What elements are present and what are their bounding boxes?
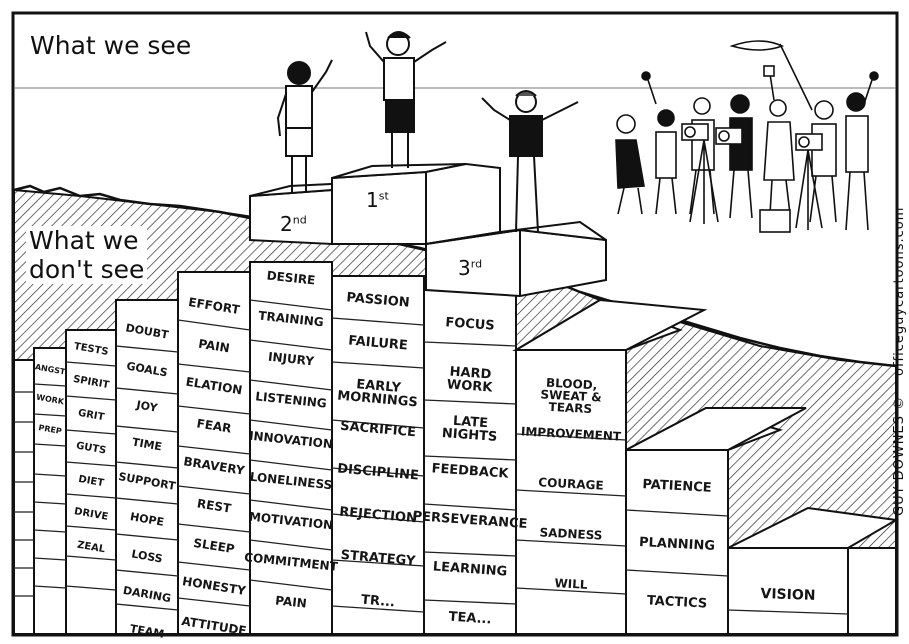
caption-what-we-see: What we see (30, 31, 192, 60)
stair-word: COURAGE (538, 475, 604, 493)
step-tops (512, 298, 900, 635)
stair-word: PATIENCE (642, 477, 712, 496)
podium (249, 162, 607, 298)
stair-word: FOCUS (444, 315, 496, 334)
stair-word: PLANNING (638, 535, 716, 554)
podium-first-label: 1st (366, 188, 389, 212)
stair-word: TEA... (448, 609, 492, 628)
stair-word: BLOOD, SWEAT & TEARS (540, 375, 602, 417)
stair-word: JOY (135, 398, 159, 415)
stair-word: TR... (360, 592, 396, 611)
caption-what-we-dont-see: What we don't see (26, 226, 148, 284)
stair-word: LATE NIGHTS (441, 413, 498, 446)
stair-word: PAIN (274, 593, 308, 611)
athletes (276, 31, 579, 233)
press-crowd (615, 40, 879, 233)
credit-website: officeguycartoons.com (892, 206, 907, 376)
podium-third-label: 3rd (458, 256, 483, 280)
stair-word: VISION (760, 586, 816, 604)
stair-word: SADNESS (539, 525, 603, 543)
credit-author: GUY DOWNES © (892, 395, 907, 516)
staircase (13, 261, 849, 635)
podium-second-label: 2nd (280, 212, 307, 236)
brick-lines (14, 299, 849, 615)
stair-word: WILL (554, 576, 588, 592)
stair-word: HARD WORK (446, 364, 493, 396)
stair-word: TACTICS (646, 593, 708, 612)
